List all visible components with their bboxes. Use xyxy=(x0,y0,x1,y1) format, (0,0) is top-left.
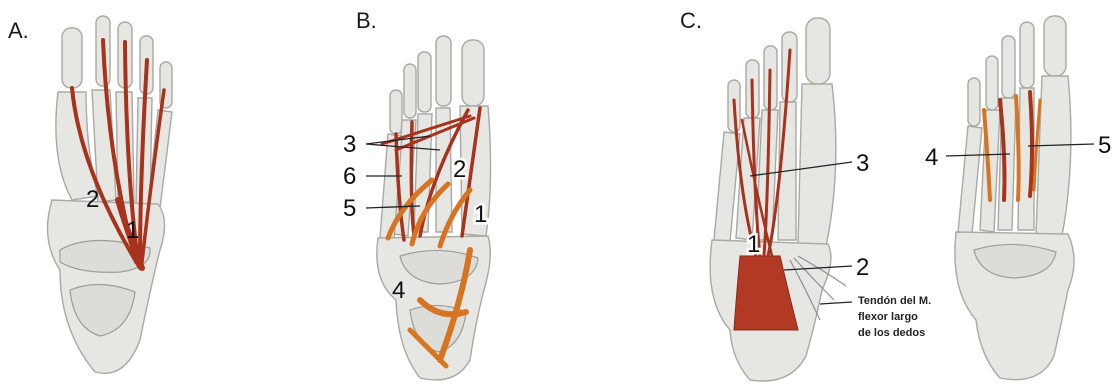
panel-c-label-3: 3 xyxy=(856,150,869,177)
panel-a-foot-skeleton xyxy=(48,16,173,373)
panel-c-label-5: 5 xyxy=(1098,132,1111,159)
panel-c-caption: Tendón del M. flexor largo de los dedos xyxy=(858,295,931,339)
caption-line-3: de los dedos xyxy=(858,327,925,339)
panel-b-label-4: 4 xyxy=(392,277,405,304)
panel-a-label-2: 2 xyxy=(86,186,99,213)
panel-b-label-6: 6 xyxy=(343,163,356,190)
panel-c-label-1: 1 xyxy=(747,231,760,258)
panel-c-label-2: 2 xyxy=(856,254,869,281)
panel-c-label-4: 4 xyxy=(925,144,938,171)
panel-c-right-foot-skeleton xyxy=(955,16,1074,380)
panel-c: C. xyxy=(680,8,1111,381)
panel-a: A. 2 1 xyxy=(8,16,172,373)
panel-b-label-2: 2 xyxy=(453,156,466,183)
caption-line-1: Tendón del M. xyxy=(858,295,931,307)
panel-a-letter: A. xyxy=(8,18,29,43)
panel-a-label-1: 1 xyxy=(126,217,139,244)
panel-b: B. xyxy=(343,8,491,380)
panel-c-letter: C. xyxy=(680,8,702,33)
caption-line-2: flexor largo xyxy=(858,311,918,323)
panel-b-label-5: 5 xyxy=(343,195,356,222)
panel-b-letter: B. xyxy=(356,8,377,33)
panel-b-label-1: 1 xyxy=(474,201,487,228)
panel-b-label-3: 3 xyxy=(343,131,356,158)
